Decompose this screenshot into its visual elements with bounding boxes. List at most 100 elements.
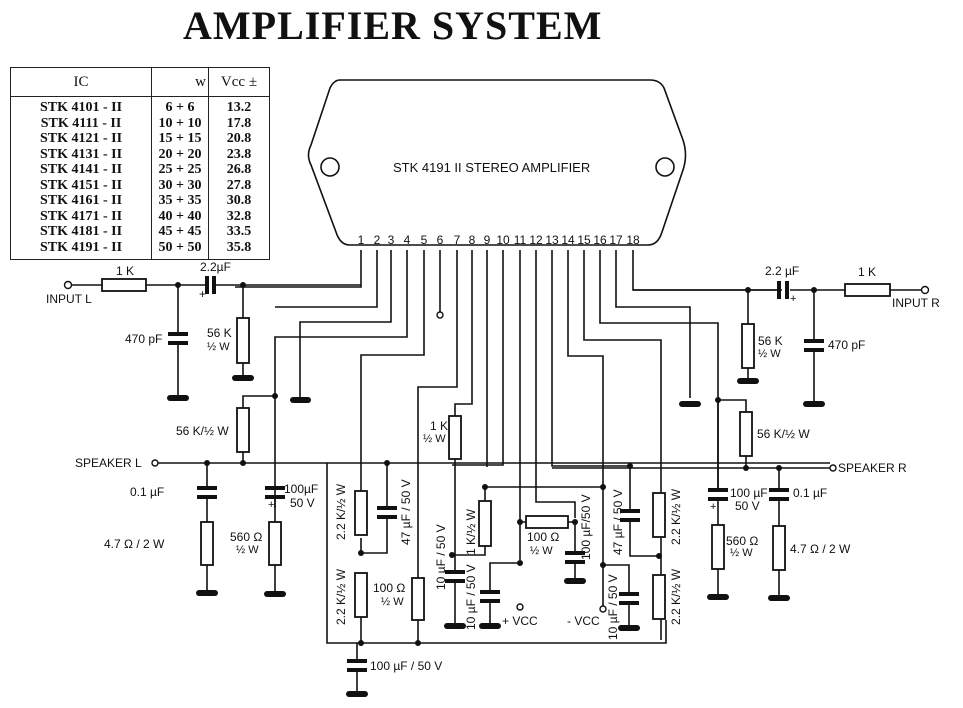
- label-speaker-l: SPEAKER L: [75, 456, 142, 470]
- label-r-in-r: 1 K: [858, 265, 876, 279]
- label-c470-l: 470 pF: [125, 332, 162, 346]
- label-r1k-mid-a: 1 K: [430, 419, 448, 433]
- label-vcc-pos: + VCC: [502, 614, 538, 628]
- resistor-2-2k-l-a: [354, 490, 368, 536]
- label-r-in-l: 1 K: [116, 264, 134, 278]
- chip-label: STK 4191 II STEREO AMPLIFIER: [393, 160, 590, 175]
- label-r47-r: 4.7 Ω / 2 W: [790, 542, 851, 556]
- label-r22k-r-a: 2.2 K/½ W: [669, 488, 683, 545]
- ic-model-cell: STK 4121 - II: [10, 131, 152, 147]
- label-c100-l: 100µF: [284, 482, 318, 496]
- pin-label: 3: [388, 233, 395, 247]
- resistor-100-l: [411, 577, 425, 621]
- pin-leads: [235, 250, 782, 640]
- label-r560-l-w: ½ W: [236, 544, 259, 556]
- speaker-r-terminal[interactable]: [829, 464, 837, 472]
- ic-model-cell: STK 4161 - II: [10, 193, 152, 209]
- watt-cell: 30 + 30: [151, 177, 209, 193]
- label-speaker-r: SPEAKER R: [838, 461, 907, 475]
- pin-label: 5: [421, 233, 428, 247]
- pin-label: 2: [374, 233, 381, 247]
- label-c100-l-v: 50 V: [290, 496, 315, 510]
- chip-body: [307, 79, 687, 246]
- resistor-56k-r-b: [739, 411, 753, 457]
- vcc-cell: 32.8: [226, 208, 252, 224]
- vcc-neg-terminal[interactable]: [599, 605, 607, 613]
- label-c10-c: 10 µF / 50 V: [606, 574, 620, 640]
- pin-label: 17: [609, 233, 623, 247]
- vcc-cell: 17.8: [226, 115, 252, 131]
- resistor-1k-input-l: [101, 278, 147, 292]
- ic-model-cell: STK 4171 - II: [10, 208, 152, 224]
- label-r560-r: 560 Ω: [726, 534, 758, 548]
- polarity-plus: +: [790, 293, 796, 305]
- label-c10-b: 10 µF / 50 V: [464, 564, 478, 630]
- pin-label: 4: [404, 233, 411, 247]
- resistor-4-7-l: [200, 521, 214, 566]
- resistor-2-2k-l-b: [354, 572, 368, 618]
- pin-label: 1: [358, 233, 365, 247]
- pin-label: 14: [561, 233, 575, 247]
- vcc-cell: 13.2: [226, 100, 252, 115]
- label-r100-mid-w: ½ W: [530, 545, 553, 557]
- vcc-cell: 26.8: [226, 162, 252, 177]
- watt-cell: 25 + 25: [151, 162, 209, 178]
- speaker-l-terminal[interactable]: [151, 459, 159, 467]
- label-r56k-l-b: 56 K/½ W: [176, 424, 229, 438]
- ic-table-header: IC w Vcc ±: [10, 67, 270, 97]
- label-r100-l-w: ½ W: [381, 596, 404, 608]
- vcc-cell: 35.8: [226, 239, 252, 255]
- input-l-terminal[interactable]: [63, 280, 73, 290]
- label-r56k-l-a-w: ½ W: [207, 341, 230, 353]
- label-r22k-l-a: 2.2 K/½ W: [334, 483, 348, 540]
- vcc-cell: 33.5: [226, 224, 252, 239]
- label-c470-r: 470 pF: [828, 338, 865, 352]
- watt-cell: 45 + 45: [151, 224, 209, 240]
- label-r1k-mid-b: 1 K/½ W: [464, 508, 478, 555]
- ic-model-cell: STK 4141 - II: [10, 162, 152, 178]
- polarity-plus: +: [199, 287, 206, 301]
- label-input-l: INPUT L: [46, 292, 92, 306]
- label-c-in-l: 2.2µF: [200, 260, 231, 274]
- resistor-560-r: [711, 524, 725, 570]
- watt-cell: 50 + 50: [151, 239, 209, 260]
- label-input-r: INPUT R: [892, 296, 940, 310]
- label-c10-a: 10 µF / 50 V: [434, 524, 448, 590]
- ic-column-header: IC: [10, 67, 152, 97]
- pin-label: 10: [496, 233, 510, 247]
- label-r47-l: 4.7 Ω / 2 W: [104, 537, 165, 551]
- label-r100-l: 100 Ω: [373, 581, 405, 595]
- watt-cell: 20 + 20: [151, 146, 209, 162]
- label-c-in-r: 2.2 µF: [765, 264, 799, 278]
- vcc-cell: 23.8: [226, 146, 252, 162]
- label-c47-l: 47 µF / 50 V: [399, 479, 413, 545]
- vcc-pos-terminal[interactable]: [516, 603, 524, 611]
- label-vcc-neg: - VCC: [567, 614, 600, 628]
- ic-model-cell: STK 4131 - II: [10, 146, 152, 162]
- input-r-terminal[interactable]: [920, 285, 930, 295]
- resistor-1k-mid-a: [448, 415, 462, 460]
- pin6-terminal: [436, 311, 444, 319]
- pin-label: 8: [469, 233, 476, 247]
- watt-cell: 40 + 40: [151, 208, 209, 224]
- label-r56k-l-a: 56 K: [207, 326, 232, 340]
- pin-label: 18: [626, 233, 640, 247]
- watt-cell: 15 + 15: [151, 131, 209, 147]
- ic-model-cell: STK 4181 - II: [10, 224, 152, 240]
- polarity-plus: +: [710, 501, 716, 513]
- pin-label: 12: [529, 233, 543, 247]
- resistor-2-2k-r-b: [652, 574, 666, 620]
- vcc-column-header: Vcc ±: [208, 67, 270, 97]
- watt-cell: 35 + 35: [151, 193, 209, 209]
- vcc-cell: 27.8: [226, 177, 252, 193]
- label-c100-mid: 100 µF/50 V: [579, 494, 593, 560]
